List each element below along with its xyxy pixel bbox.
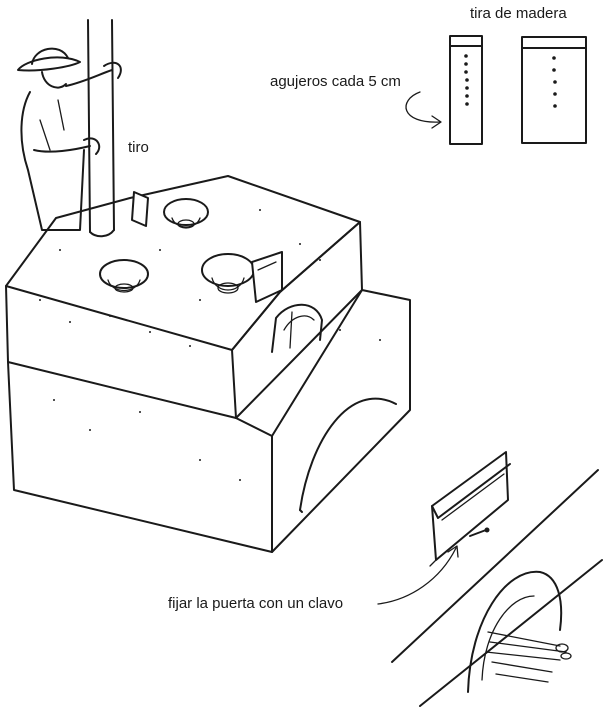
label-fijar-la-puerta: fijar la puerta con un clavo: [168, 595, 344, 612]
cooking-hole-right: [201, 253, 255, 294]
wooden-strip-left: [449, 35, 483, 145]
stove-block: [5, 175, 411, 553]
damper-plate-large: [251, 251, 283, 303]
hole-dots-left: [464, 54, 469, 106]
label-agujeros: agujeros cada 5 cm: [270, 73, 401, 90]
label-tiro: tiro: [128, 139, 149, 156]
door-detail: [391, 451, 603, 707]
chimney-pipe: [87, 19, 115, 238]
stove-texture: [39, 209, 381, 481]
agujeros-pointer-arrow: [405, 91, 441, 123]
person-figure: [17, 47, 122, 231]
wooden-strip-right: [521, 36, 587, 144]
firewood: [485, 631, 572, 683]
hole-dots-right: [552, 56, 557, 108]
damper-plate-small: [131, 191, 149, 227]
fijar-pointer-arrow: [377, 547, 457, 605]
cooking-hole-front: [99, 259, 149, 293]
cooking-hole-back: [163, 198, 209, 229]
label-tira-de-madera: tira de madera: [470, 5, 567, 22]
